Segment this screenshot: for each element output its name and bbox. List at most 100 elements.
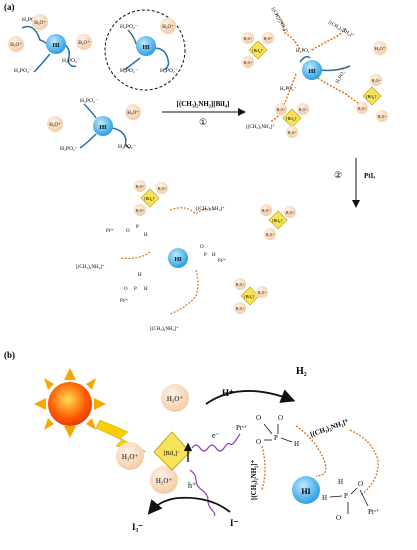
svg-text:[BiI₄]⁻: [BiI₄]⁻ <box>244 294 255 299</box>
svg-text:H₂PO₂⁻: H₂PO₂⁻ <box>118 144 136 150</box>
h3o-ion <box>150 466 178 494</box>
svg-text:O: O <box>256 414 261 422</box>
hi-molecule <box>136 36 156 56</box>
svg-text:H₃O⁺: H₃O⁺ <box>136 185 144 189</box>
svg-text:H₂PO₂⁻: H₂PO₂⁻ <box>120 24 138 30</box>
hi-molecule <box>168 248 188 268</box>
svg-text:H₂PO₂⁻: H₂PO₂⁻ <box>280 87 296 92</box>
electron-label: e⁻ <box>212 431 220 440</box>
hi-molecule <box>292 476 320 504</box>
svg-text:HI: HI <box>99 125 107 131</box>
svg-text:H: H <box>322 494 327 502</box>
h3o-ion <box>116 442 144 470</box>
svg-text:H₃O⁺: H₃O⁺ <box>286 211 294 215</box>
pt-label-bottom: Ptˣ⁺ <box>368 508 380 516</box>
svg-text:H₂PO₂⁻: H₂PO₂⁻ <box>80 98 98 104</box>
step-2-arrow: ② PtIₓ <box>334 158 376 208</box>
svg-text:[(CH₃)₂NH₂]⁺: [(CH₃)₂NH₂]⁺ <box>327 20 355 40</box>
sun-icon <box>34 368 106 438</box>
hi-cluster-2: HI H₂PO₂⁻ H₂PO₂⁻ H₂PO₂⁻ H₃O⁺ H₃O⁺ <box>47 98 141 152</box>
step-2-number: ② <box>334 170 342 180</box>
hole-path <box>189 469 216 517</box>
svg-text:[(CH₃)₂NH₂]⁺: [(CH₃)₂NH₂]⁺ <box>76 264 105 270</box>
iodide-label: I⁻ <box>230 518 239 528</box>
svg-text:H: H <box>138 273 142 278</box>
hi-cluster-1: HI H₂PO₂⁻ H₂PO₂⁻ H₂PO₂⁻ H₃O⁺ H₃O⁺ H₃O⁺ <box>8 14 92 74</box>
hi-label: HI <box>52 43 60 49</box>
svg-text:P: P <box>134 287 137 292</box>
svg-text:[(CH₃)₂NH₂]⁺: [(CH₃)₂NH₂]⁺ <box>196 206 225 212</box>
dashed-circle <box>104 9 186 91</box>
final-complex: [BiI₄]⁻ H₃O⁺ H₃O⁺ H₃O⁺ [BiI₄]⁻ H₃O⁺ H₃O⁺… <box>76 180 296 332</box>
cation-label-right: [(CH₃)₂NH₂]⁺ <box>309 417 350 438</box>
svg-text:H₃O⁺: H₃O⁺ <box>277 108 285 112</box>
svg-text:H₃O⁺: H₃O⁺ <box>358 107 366 111</box>
svg-text:HI: HI <box>174 257 182 263</box>
svg-text:H₃O⁺: H₃O⁺ <box>375 46 386 51</box>
step-1-number: ① <box>199 117 207 127</box>
svg-text:HI: HI <box>142 45 150 51</box>
svg-text:H₃O⁺: H₃O⁺ <box>258 291 266 295</box>
hi-molecule <box>93 116 113 136</box>
svg-text:O: O <box>278 414 283 422</box>
svg-text:H₃O⁺: H₃O⁺ <box>236 283 244 287</box>
svg-text:Pt²⁺: Pt²⁺ <box>218 258 227 264</box>
hi-cluster-circled: HI H₂PO₂⁻ H₂PO₂⁻ H₂PO₂⁻ H₃O⁺ <box>104 9 186 91</box>
svg-text:H₃O⁺: H₃O⁺ <box>378 115 386 119</box>
h2-label: H₂ <box>296 366 307 377</box>
svg-text:H₃O⁺: H₃O⁺ <box>288 131 296 135</box>
step-2-reagent: PtIₓ <box>364 172 376 180</box>
svg-text:H₃O⁺: H₃O⁺ <box>158 187 166 191</box>
hi-molecule <box>302 60 322 80</box>
svg-text:[BiI₄]⁻: [BiI₄]⁻ <box>164 451 181 457</box>
svg-text:H₂PO₂⁻: H₂PO₂⁻ <box>62 58 80 64</box>
svg-text:P: P <box>136 225 139 230</box>
svg-text:H: H <box>212 253 216 258</box>
svg-text:[BiI₄]⁻: [BiI₄]⁻ <box>252 48 263 53</box>
svg-text:H₃O⁺: H₃O⁺ <box>49 122 61 128</box>
triiodide-label: I₃⁻ <box>132 522 143 532</box>
cation-label-vertical: [(CH₃)₂NH₂]⁺ <box>250 459 258 500</box>
svg-text:H₃O⁺: H₃O⁺ <box>78 40 90 46</box>
h3o-ion <box>32 14 48 30</box>
svg-text:O: O <box>126 229 130 234</box>
svg-text:Pt²⁺: Pt²⁺ <box>120 298 129 304</box>
intermediate-complex: HI [(CH₃)₂NH₂]⁺ [(CH₃)₂NH₂]⁺ [(CH₃)₂NH₂]… <box>242 7 388 138</box>
svg-text:P: P <box>344 492 348 500</box>
svg-text:HI: HI <box>301 487 310 496</box>
svg-text:[(CH₃)₂NH₂]⁺: [(CH₃)₂NH₂]⁺ <box>150 326 179 332</box>
h3o-ion <box>8 36 24 52</box>
iodide-oxidation-arrow <box>147 496 231 515</box>
svg-text:H: H <box>294 440 299 448</box>
step-1-reagent: [(CH₃)₂NH₂][BiI₄] <box>177 100 230 108</box>
svg-text:H₃O⁺: H₃O⁺ <box>162 24 174 30</box>
svg-text:H₃O⁺: H₃O⁺ <box>372 79 380 83</box>
svg-text:HI: HI <box>308 69 316 75</box>
svg-text:H₂PO₂⁻: H₂PO₂⁻ <box>120 68 138 74</box>
svg-text:O: O <box>358 480 363 488</box>
svg-text:H₃O⁺: H₃O⁺ <box>167 395 184 403</box>
hole-label: h⁺ <box>188 481 196 490</box>
svg-text:H₃O⁺: H₃O⁺ <box>10 42 22 48</box>
svg-text:H₂PO₂⁻: H₂PO₂⁻ <box>14 68 32 74</box>
svg-text:O: O <box>336 514 341 522</box>
svg-text:H₂PO₂⁻: H₂PO₂⁻ <box>296 49 312 54</box>
h3o-ion <box>125 104 141 120</box>
electron-path <box>191 433 241 452</box>
svg-text:H₂PO₂⁻: H₂PO₂⁻ <box>60 146 78 152</box>
svg-text:H: H <box>144 287 148 292</box>
svg-text:H: H <box>338 478 343 486</box>
svg-text:H₃O⁺: H₃O⁺ <box>264 37 272 41</box>
svg-text:[(CH₃)₂NH₂]⁺: [(CH₃)₂NH₂]⁺ <box>270 7 290 35</box>
svg-text:H₃O⁺: H₃O⁺ <box>299 108 307 112</box>
h3o-ion <box>47 116 63 132</box>
svg-text:O: O <box>124 287 128 292</box>
bii4-cluster: H₃O⁺ H₃O⁺ H₃O⁺ [BiI₄]⁻ <box>116 384 193 494</box>
pt-label-top: Ptˣ⁺ <box>236 424 248 432</box>
svg-text:Pt²⁺: Pt²⁺ <box>106 228 115 234</box>
h3o-ion <box>160 18 176 34</box>
svg-text:P: P <box>204 253 207 258</box>
svg-text:H₂PO₂⁻: H₂PO₂⁻ <box>160 68 178 74</box>
